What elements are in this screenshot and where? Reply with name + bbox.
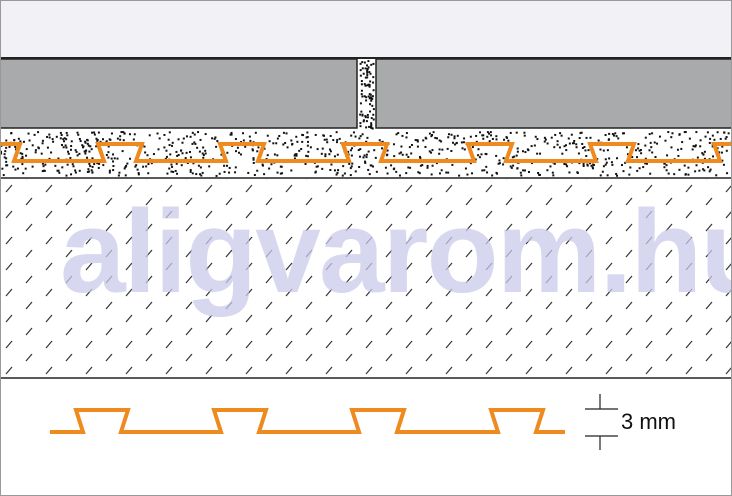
concrete-substrate	[0, 179, 732, 378]
watermark: aligvarom.hu	[60, 186, 732, 318]
tile-left	[0, 58, 358, 129]
membrane-detail	[50, 408, 565, 434]
dimension-label: 3 mm	[621, 409, 676, 434]
membrane-profile	[0, 142, 732, 163]
dimension-marker	[585, 394, 618, 450]
top-band	[0, 0, 732, 58]
mortar-layer	[0, 129, 732, 178]
tile-right	[375, 58, 732, 129]
